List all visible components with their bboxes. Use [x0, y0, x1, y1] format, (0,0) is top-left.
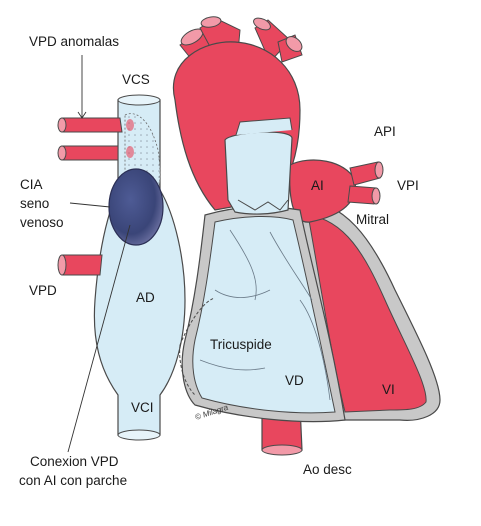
label-ao-desc: Ao desc — [303, 462, 352, 477]
leader-conexion — [67, 224, 131, 453]
right-ventricle — [181, 206, 346, 423]
label-ai: AI — [311, 178, 324, 193]
label-tricuspide: Tricuspide — [210, 337, 272, 352]
leader-lines — [67, 55, 131, 453]
pulmonary-artery — [224, 117, 293, 215]
label-conexion-line2: con AI con parche — [19, 473, 127, 488]
label-vcs: VCS — [122, 72, 150, 87]
label-cia-line2: seno — [20, 196, 49, 211]
tricuspid-valve — [179, 297, 216, 396]
label-cia-line3: venoso — [20, 215, 64, 230]
label-ad: AD — [136, 290, 155, 305]
atrial-septal-patch — [108, 168, 164, 246]
label-conexion-line1: Conexion VPD — [30, 454, 119, 469]
label-vpi: VPI — [397, 178, 419, 193]
anomalous-pulmonary-veins — [57, 117, 123, 276]
label-cia-line1: CIA — [20, 177, 43, 192]
label-api: API — [374, 124, 396, 139]
left-atrium — [289, 159, 384, 223]
label-vci: VCI — [131, 400, 154, 415]
label-mitral: Mitral — [356, 212, 389, 227]
label-vpd-anomalas: VPD anomalas — [29, 34, 119, 49]
leader-cia — [69, 202, 111, 208]
label-vd: VD — [285, 373, 304, 388]
label-vpd: VPD — [29, 283, 57, 298]
label-vi: VI — [382, 382, 395, 397]
leader-vpd-anomalas-arrow — [77, 111, 87, 119]
